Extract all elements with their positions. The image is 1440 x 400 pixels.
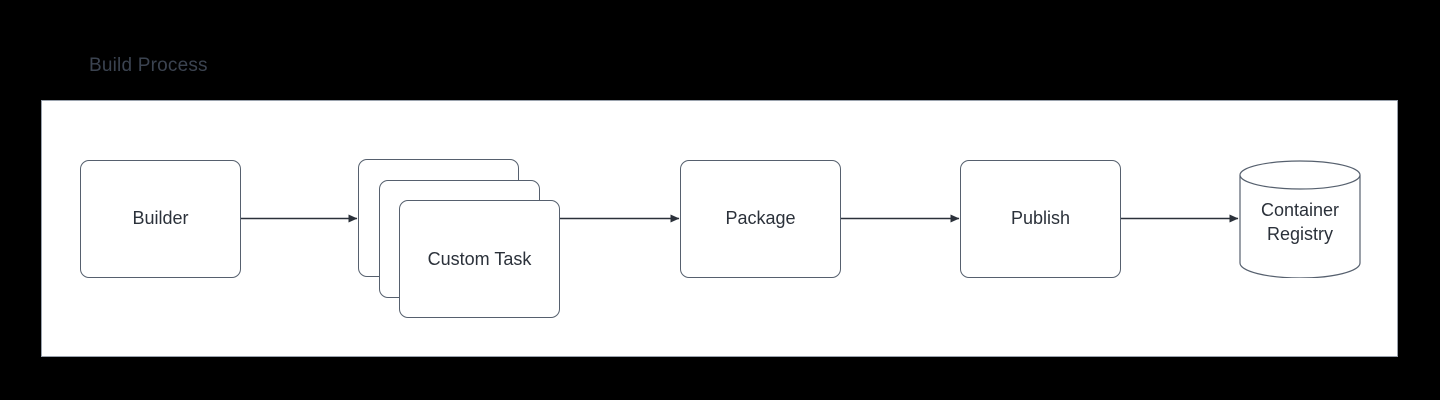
node-container-registry[interactable]: Container Registry: [1239, 160, 1361, 278]
cylinder-shape-icon: [1239, 160, 1361, 278]
node-container-registry-label-line1: Container: [1260, 200, 1340, 220]
diagram-title: Build Process: [89, 55, 208, 76]
node-publish-label: Publish: [1010, 208, 1071, 229]
node-builder-label: Builder: [132, 208, 189, 229]
node-package-label: Package: [725, 208, 796, 229]
node-builder[interactable]: Builder: [80, 160, 241, 278]
node-container-registry-label: Container Registry: [1239, 198, 1361, 247]
node-custom-task-front[interactable]: Custom Task: [399, 200, 560, 318]
node-custom-task-front-label: Custom Task: [427, 248, 532, 269]
node-container-registry-label-line2: Registry: [1266, 224, 1333, 245]
node-publish[interactable]: Publish: [960, 160, 1121, 278]
node-package[interactable]: Package: [680, 160, 841, 278]
